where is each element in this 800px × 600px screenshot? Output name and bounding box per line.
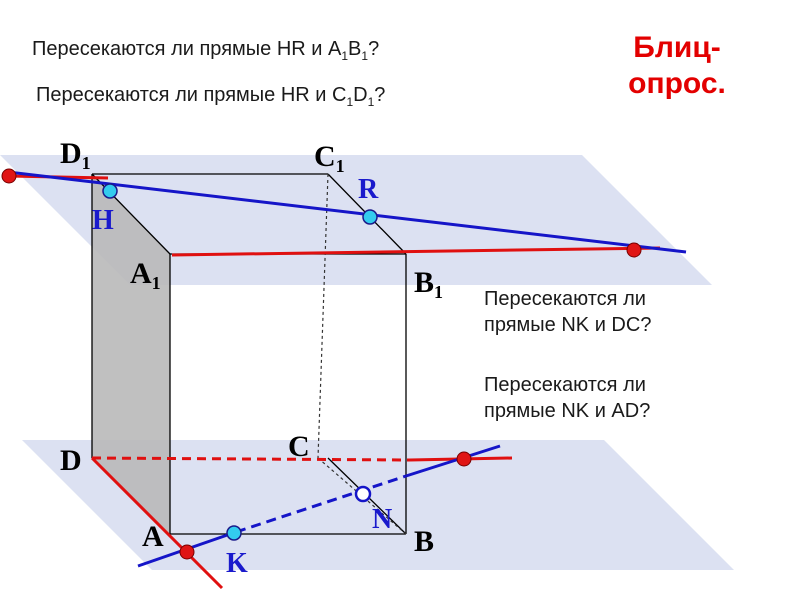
red-line-a1b1	[171, 246, 661, 257]
blue-line-hr	[7, 170, 687, 254]
point-n	[354, 485, 372, 503]
label-a: A	[142, 520, 164, 553]
question-nk-ad-line2: прямые NK и AD?	[484, 400, 651, 422]
label-d1: D1	[60, 137, 91, 173]
question-hr-a1b1: Пересекаются ли прямые HR и A1B1?	[32, 38, 380, 63]
title-line-1: Блиц-	[633, 31, 721, 64]
point-red-ad	[179, 544, 195, 560]
question-nk-dc-line1: Пересекаются ли	[484, 288, 646, 310]
label-b: B	[414, 525, 434, 558]
label-a1: A1	[130, 257, 161, 293]
label-n: N	[372, 504, 392, 535]
point-red-dc	[456, 451, 472, 467]
question-nk-ad: Пересекаются ли прямые NK и AD?	[484, 372, 744, 424]
question-nk-dc-line2: прямые NK и DC?	[484, 314, 652, 336]
label-d: D	[60, 444, 82, 477]
blue-line-nk-right	[405, 444, 501, 478]
page-title: Блиц- опрос.	[612, 30, 742, 102]
question-nk-dc: Пересекаются ли прямые NK и DC?	[484, 286, 744, 338]
question-nk-ad-line1: Пересекаются ли	[484, 374, 646, 396]
lower-plane	[22, 440, 734, 570]
left-face-shade	[92, 174, 170, 534]
point-red-top-left	[1, 168, 17, 184]
label-k: K	[226, 548, 248, 579]
red-line-dc-dashed	[91, 456, 411, 462]
point-r	[362, 209, 378, 225]
upper-plane	[0, 155, 712, 285]
point-k	[226, 525, 242, 541]
blue-line-nk-dashed	[235, 474, 407, 534]
label-h: H	[92, 205, 114, 236]
label-r: R	[358, 174, 379, 205]
label-b1: B1	[414, 266, 443, 302]
label-c: C	[288, 430, 310, 463]
red-line-da	[90, 456, 224, 590]
label-c1: C1	[314, 140, 345, 176]
hidden-edges	[317, 173, 407, 535]
title-line-2: опрос.	[628, 67, 726, 100]
point-h	[102, 183, 118, 199]
question-hr-c1d1: Пересекаются ли прямые HR и C1D1?	[36, 84, 386, 109]
point-red-right	[626, 242, 642, 258]
